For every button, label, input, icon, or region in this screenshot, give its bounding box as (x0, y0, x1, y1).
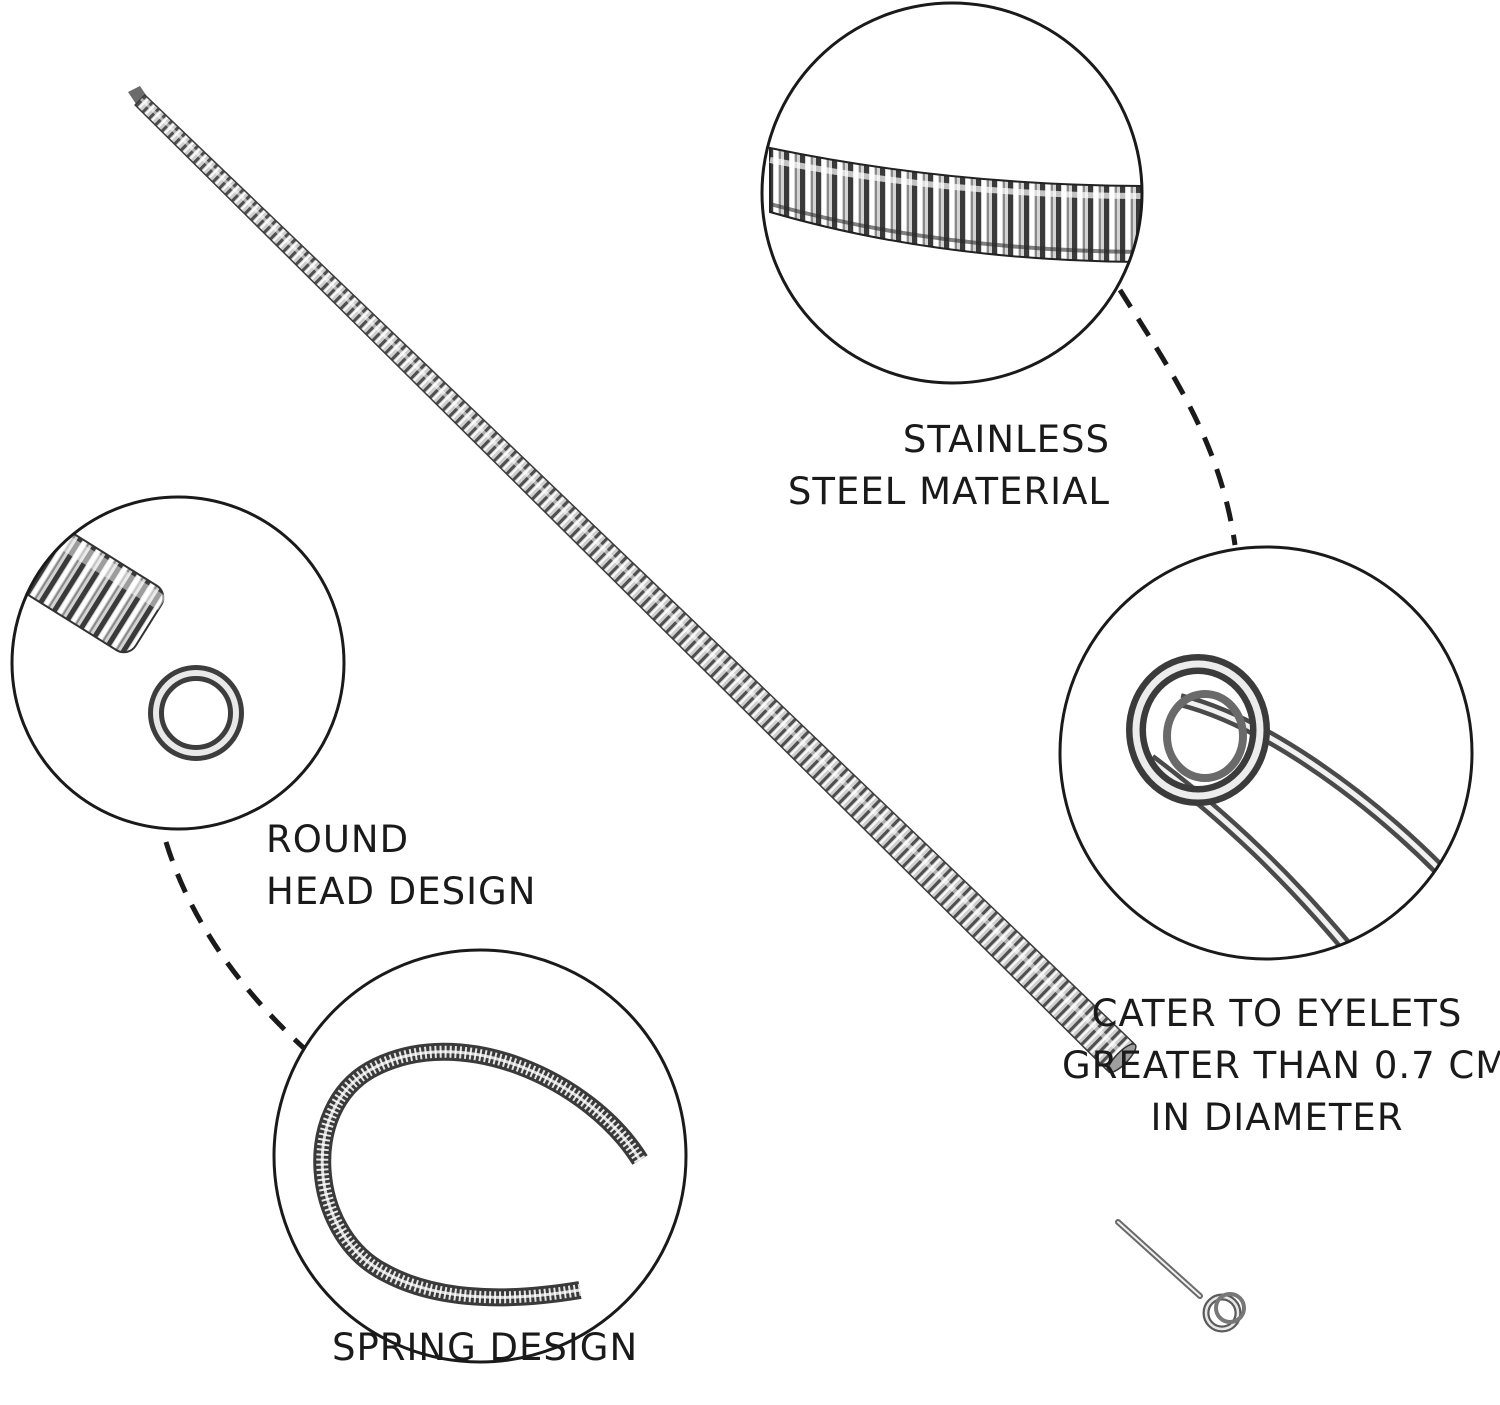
main-spring-threader (128, 86, 1246, 1333)
dashed-connector-top (1117, 288, 1238, 546)
feature-label-line: CATER TO EYELETS (1091, 992, 1463, 1035)
feature-label-spring: SPRING DESIGN (332, 1322, 638, 1374)
feature-label-eyelets: CATER TO EYELETS GREATER THAN 0.7 CM IN … (1062, 988, 1500, 1144)
feature-label-stainless-steel: STAINLESS STEEL MATERIAL (760, 414, 1110, 518)
dashed-connector-left (163, 841, 308, 1052)
feature-label-line: HEAD DESIGN (266, 870, 537, 913)
feature-label-line: STEEL MATERIAL (787, 470, 1110, 513)
detail-circle-round-head (10, 495, 346, 831)
detail-circle-spring (272, 948, 688, 1364)
feature-label-line: SPRING DESIGN (332, 1326, 639, 1369)
feature-label-line: IN DIAMETER (1150, 1096, 1404, 1139)
detail-circle-stainless-steel (760, 1, 1144, 385)
feature-label-line: ROUND (266, 818, 410, 861)
detail-circle-eyelet (1058, 545, 1474, 961)
feature-label-round-head: ROUND HEAD DESIGN (266, 814, 536, 918)
feature-label-line: STAINLESS (902, 418, 1110, 461)
feature-label-line: GREATER THAN 0.7 CM (1062, 1044, 1500, 1087)
